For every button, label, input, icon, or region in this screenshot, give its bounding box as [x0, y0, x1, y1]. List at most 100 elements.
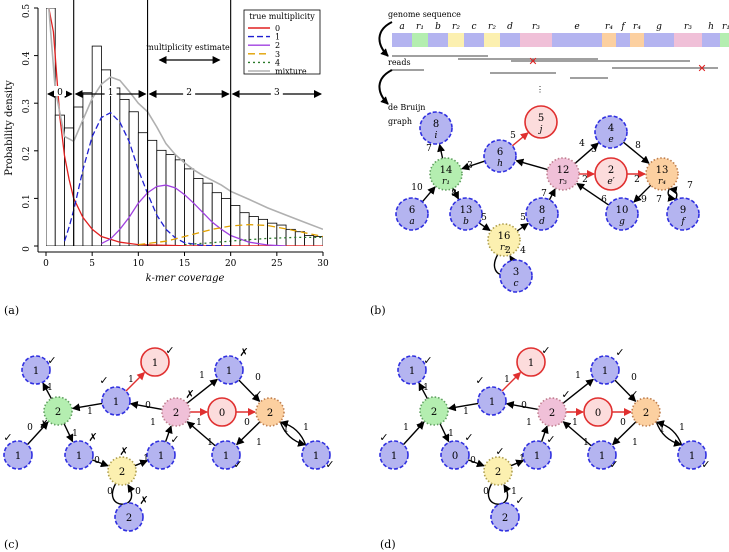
- graph-b-edge-label: 7: [426, 144, 432, 154]
- panel_c-node-red1: [140, 347, 170, 377]
- panel_c-node-label: 2: [126, 513, 132, 524]
- graph-b-node-count: 13: [460, 205, 473, 216]
- panel_d-edge: [447, 402, 479, 412]
- graph-b-node-e: [594, 115, 628, 149]
- graph-b-edge-label: 9: [641, 195, 647, 205]
- y-tick-label: 0.3: [22, 99, 32, 114]
- panel_d-edge-label: 1: [583, 438, 589, 448]
- panel_c-check-mark: ✓: [325, 458, 334, 471]
- graph-b-edge: [622, 141, 650, 164]
- panel_d-node-pk: [537, 397, 567, 427]
- panel_d-edge-label: 0: [631, 373, 637, 383]
- graph-b-node-count: 9: [680, 205, 686, 216]
- histogram-bar: [294, 231, 305, 246]
- panel_c-check-mark: ✓: [233, 458, 242, 471]
- genome-segment-label: r₁: [416, 22, 424, 32]
- genome-segment-label: e: [574, 22, 579, 32]
- graph-b-node-name: j: [538, 125, 543, 135]
- genome-segment: [702, 33, 720, 47]
- panel_c-self-loop: [111, 482, 136, 505]
- curved-arrow-2: [378, 69, 393, 105]
- panel_d-check-mark: ✓: [515, 494, 524, 507]
- y-tick-label: 0: [22, 246, 32, 252]
- legend-entry: 1: [275, 33, 280, 42]
- genome-segment-label: h: [708, 22, 714, 32]
- graph-b-node-h: [483, 139, 517, 173]
- genome-segment: [448, 33, 464, 47]
- graph-b-node-name: c: [513, 279, 518, 289]
- panel_d-check-mark: ✓: [464, 431, 473, 444]
- graph-b-node-count: 8: [539, 205, 545, 216]
- graph-b-node-name: r₂: [500, 243, 508, 253]
- graph-b-edge: [667, 187, 677, 202]
- panel_d-check-mark: ✓: [609, 458, 618, 471]
- panel_d-node-red1: [516, 347, 546, 377]
- x-axis-title: k-mer coverage: [146, 273, 225, 284]
- region-label-bg: [270, 86, 283, 96]
- histogram-bar: [257, 218, 269, 246]
- panel_d-node-top1: [397, 355, 427, 385]
- panel_c-edge: [236, 421, 261, 446]
- genome-segment-label: r₄: [605, 22, 613, 32]
- graph-b-node-g: [605, 197, 639, 231]
- dbg-label-line2: graph: [388, 117, 412, 126]
- panel_d-edge: [505, 401, 539, 411]
- panel_c-node-label: 2: [119, 467, 125, 478]
- panel_d-edge-label: 0: [620, 418, 626, 428]
- dots: ⋮: [536, 85, 544, 94]
- genome-segment: [552, 33, 602, 47]
- x-tick-label: 15: [179, 259, 191, 269]
- panel_d-edge-label: 1: [403, 423, 409, 433]
- panel_c-node-label: 0: [219, 408, 225, 419]
- panel_d-check-mark: ✓: [615, 346, 624, 359]
- panel_d-edge: [562, 378, 595, 404]
- genome-segment: [644, 33, 674, 47]
- panel_c-edge: [125, 371, 146, 392]
- panel_c-edge-label: 1: [256, 438, 262, 448]
- panel_c-edge-label: 0: [244, 418, 250, 428]
- panel_d-edge: [655, 420, 683, 446]
- graph-b-edge: [548, 188, 556, 201]
- graph-b-node-name: e: [608, 135, 613, 145]
- panel_c-node-label: 1: [152, 358, 158, 369]
- panel_c-edge: [63, 423, 74, 443]
- region-label: 1: [108, 88, 114, 98]
- panel_c-edge: [279, 420, 307, 446]
- panel_c-node-or2: [255, 397, 285, 427]
- panel_d-edge-label: 1: [632, 438, 638, 448]
- y-tick-label: 0.1: [22, 194, 32, 208]
- panel_d-edge-label: 1: [572, 418, 578, 428]
- genome-segment-label: b: [435, 22, 441, 32]
- legend-entry: 3: [275, 50, 280, 59]
- panel_c-node-bot0: [114, 502, 144, 532]
- genome-bar: ar₁br₂cr₂dr₃er₄fr₄gr₃hr₁i: [392, 22, 729, 47]
- histogram-bar: [128, 111, 139, 246]
- graph-b-node-count: 6: [497, 147, 503, 158]
- genome-segment-label: f: [620, 22, 626, 32]
- graph-b-edge-label: 8: [635, 141, 641, 151]
- region-label: 3: [274, 88, 280, 98]
- region-label-bg: [54, 86, 66, 96]
- graph-b-edge: [421, 186, 436, 203]
- graph-b-node-count: 2: [608, 165, 614, 176]
- panel_c-edge: [42, 382, 52, 399]
- panel_c-cross-mark: ✗: [119, 445, 128, 458]
- panel_d-edge-label: 0: [483, 487, 489, 497]
- x-tick-label: 0: [43, 259, 49, 269]
- graph-b-node-name: r₄: [658, 177, 666, 187]
- graph-b-node-count: 8: [433, 119, 439, 130]
- graph-b-edge-label: 4: [520, 246, 526, 256]
- panel_d-node-b1m: [477, 386, 507, 416]
- region-label: 0: [57, 88, 63, 98]
- genome-segment: [630, 33, 644, 47]
- panel_d-edge: [510, 459, 525, 468]
- panel_d-edge: [612, 421, 637, 446]
- legend-entry: 0: [275, 24, 280, 33]
- panel_c-edge: [26, 421, 49, 446]
- panel_d-check-mark: ✓: [495, 445, 504, 458]
- histogram-bar: [174, 159, 185, 246]
- graph-b-node-count: 6: [409, 205, 415, 216]
- x-tick-label: 25: [271, 259, 283, 269]
